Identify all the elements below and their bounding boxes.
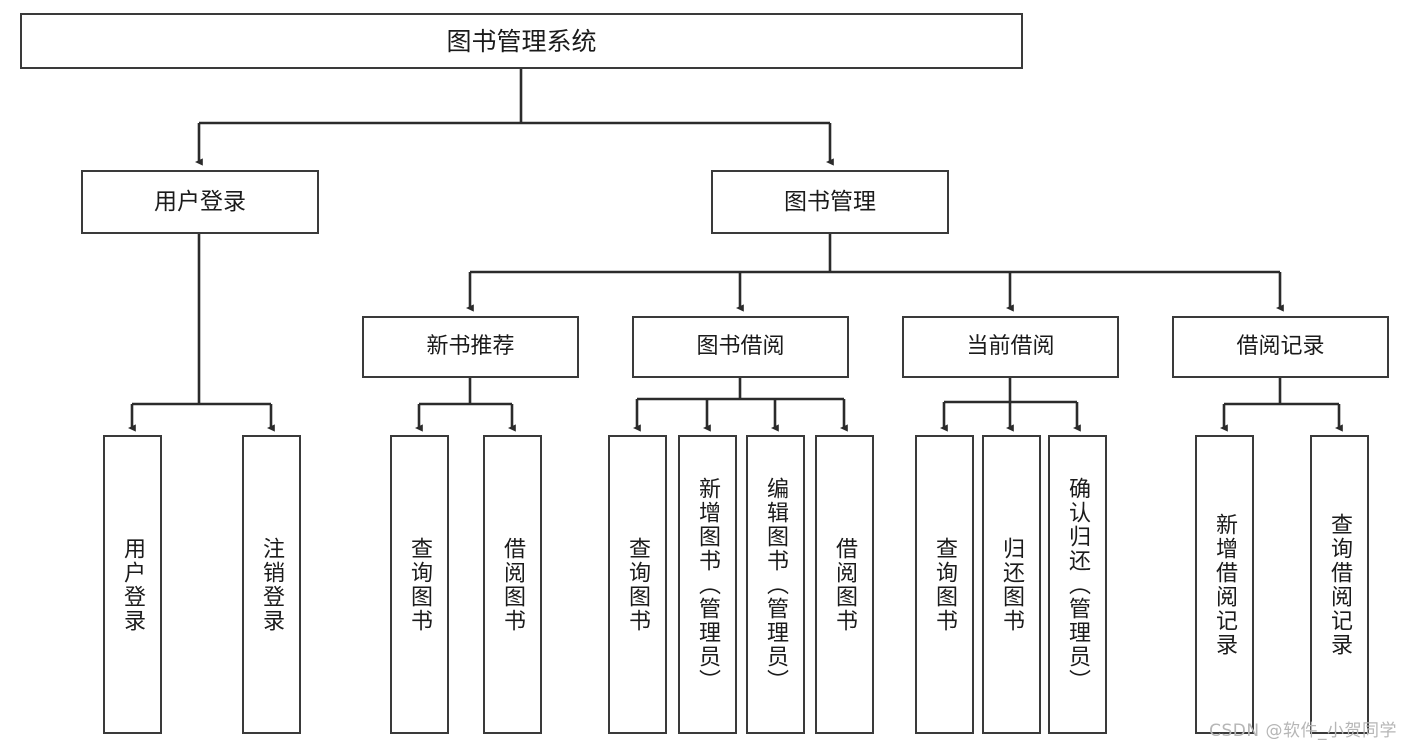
node-book-management[interactable]: 图书管理 xyxy=(711,170,949,234)
node-label: 注销登录 xyxy=(259,536,285,633)
node-label: 查询借阅记录 xyxy=(1327,512,1353,657)
leaf-user-login[interactable]: 用户登录 xyxy=(103,435,162,734)
node-label: 确认归还（管理员） xyxy=(1065,476,1091,693)
node-label: 查询图书 xyxy=(932,536,958,633)
leaf-user-logout[interactable]: 注销登录 xyxy=(242,435,301,734)
node-label: 编辑图书（管理员） xyxy=(763,476,789,693)
watermark: CSDN @软件_小贺同学 xyxy=(1209,721,1397,741)
leaf-borrow-book[interactable]: 借阅图书 xyxy=(815,435,874,734)
leaf-return-book[interactable]: 归还图书 xyxy=(982,435,1041,734)
leaf-borrow-book-recommend[interactable]: 借阅图书 xyxy=(483,435,542,734)
node-user-login[interactable]: 用户登录 xyxy=(81,170,319,234)
node-label: 图书管理系统 xyxy=(446,26,597,56)
node-label: 借阅图书 xyxy=(832,536,858,633)
node-label: 图书借阅 xyxy=(696,334,785,359)
node-current-borrow[interactable]: 当前借阅 xyxy=(902,316,1119,378)
node-root-book-management-system[interactable]: 图书管理系统 xyxy=(20,13,1023,69)
node-label: 图书管理 xyxy=(784,188,876,215)
leaf-add-borrow-record[interactable]: 新增借阅记录 xyxy=(1195,435,1254,734)
node-label: 用户登录 xyxy=(120,536,146,633)
node-label: 借阅记录 xyxy=(1236,334,1325,359)
node-label: 新书推荐 xyxy=(426,334,515,359)
node-label: 当前借阅 xyxy=(966,334,1055,359)
node-label: 归还图书 xyxy=(999,536,1025,633)
node-new-book-recommend[interactable]: 新书推荐 xyxy=(362,316,579,378)
node-label: 查询图书 xyxy=(625,536,651,633)
leaf-query-book-borrow[interactable]: 查询图书 xyxy=(608,435,667,734)
leaf-confirm-return-admin[interactable]: 确认归还（管理员） xyxy=(1048,435,1107,734)
leaf-edit-book-admin[interactable]: 编辑图书（管理员） xyxy=(746,435,805,734)
node-label: 查询图书 xyxy=(407,536,433,633)
leaf-query-book-current[interactable]: 查询图书 xyxy=(915,435,974,734)
node-borrow-records[interactable]: 借阅记录 xyxy=(1172,316,1389,378)
node-label: 新增图书（管理员） xyxy=(695,476,721,693)
node-book-borrow[interactable]: 图书借阅 xyxy=(632,316,849,378)
node-label: 用户登录 xyxy=(154,188,246,215)
leaf-query-book-recommend[interactable]: 查询图书 xyxy=(390,435,449,734)
leaf-add-book-admin[interactable]: 新增图书（管理员） xyxy=(678,435,737,734)
node-label: 借阅图书 xyxy=(500,536,526,633)
leaf-query-borrow-record[interactable]: 查询借阅记录 xyxy=(1310,435,1369,734)
node-label: 新增借阅记录 xyxy=(1212,512,1238,657)
